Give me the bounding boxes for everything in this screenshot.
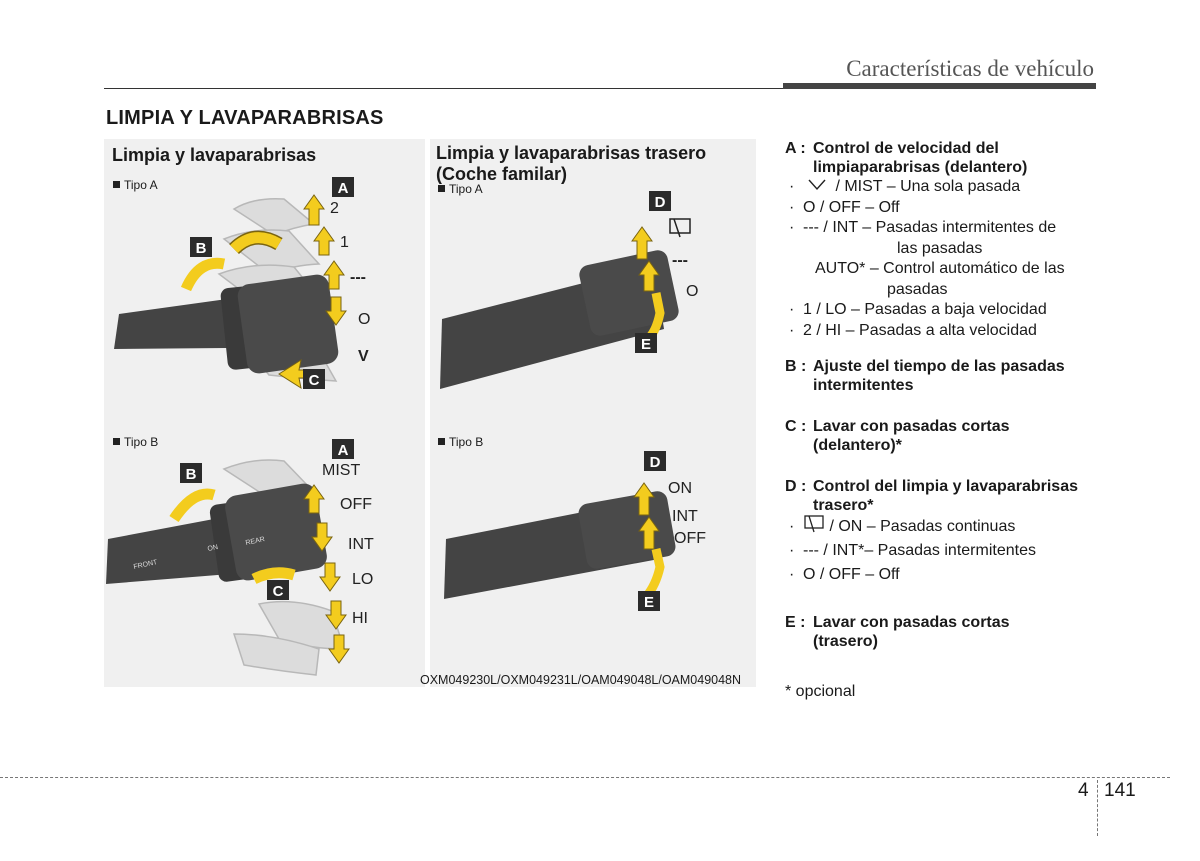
label-a-box	[332, 177, 354, 197]
footer-divider	[1097, 780, 1098, 836]
front-tipo-a: Tipo A	[113, 178, 158, 192]
label-a-box-b	[332, 439, 354, 459]
label-c: C	[309, 372, 320, 389]
front-tipo-a-illustration: A B C 2 1 --- O V	[114, 177, 370, 390]
label-e-box-b	[638, 591, 660, 611]
rear-wiper-heading-line1: Limpia y lavaparabrisas trasero	[436, 143, 707, 163]
label-c-box-b	[267, 580, 289, 600]
rear-wiper-icon	[669, 218, 691, 238]
label-c-box	[303, 369, 325, 389]
rear-wiper-heading-line2: (Coche familar)	[436, 164, 568, 184]
legend: A :Control de velocidad del limpiaparabr…	[785, 139, 1097, 651]
rear-tipo-a-illustration: D E --- O	[440, 191, 698, 389]
page-number: 141	[1104, 780, 1136, 801]
legend-a-mist: · / MIST – Una sola pasada	[789, 178, 1021, 195]
rear-wiper-heading: Limpia y lavaparabrisas trasero (Coche f…	[436, 143, 706, 185]
label-a: A	[338, 180, 349, 197]
rear-pos-label-int: INT	[672, 508, 698, 525]
legend-item-b: B :Ajuste del tiempo de las pasadas inte…	[785, 358, 1065, 394]
legend-item-c: C :Lavar con pasadas cortas (delantero)*	[785, 418, 1010, 454]
label-d: D	[655, 194, 666, 211]
switch-text-rear: REAR	[245, 536, 265, 547]
pos-label-int: INT	[348, 536, 374, 553]
header-rule-accent	[783, 83, 1096, 89]
pos-label-v: V	[358, 348, 369, 365]
rear-tipo-b: Tipo B	[438, 435, 483, 449]
rear-pos-label-on: ON	[668, 480, 692, 497]
figure-code: OXM049230L/OXM049231L/OAM049048L/OAM0490…	[420, 673, 742, 687]
rear-tipo-a: Tipo A	[438, 182, 483, 196]
label-e-b: E	[644, 594, 654, 611]
figure-divider	[425, 139, 430, 687]
optional-note: * opcional	[785, 683, 856, 700]
rear-pos-label-dashes: ---	[672, 252, 688, 269]
rear-wiper-icon	[804, 515, 824, 533]
chapter-number: 4	[1078, 780, 1089, 801]
pos-label-lo: LO	[352, 571, 373, 588]
legend-item-d: D :Control del limpia y lavaparabrisas t…	[785, 478, 1078, 583]
pos-label-1: 1	[340, 234, 349, 251]
pos-label-off: OFF	[340, 496, 372, 513]
legend-item-a: A :Control de velocidad del limpiaparabr…	[785, 139, 1097, 341]
chevron-down-icon	[808, 179, 826, 191]
label-d-box	[649, 191, 671, 211]
label-a-b: A	[338, 442, 349, 459]
label-e: E	[641, 336, 651, 353]
pos-label-o: O	[358, 311, 370, 328]
legend-item-e: E :Lavar con pasadas cortas (trasero)	[785, 614, 1010, 650]
front-wiper-heading: Limpia y lavaparabrisas	[112, 145, 317, 165]
front-tipo-b: Tipo B	[113, 435, 158, 449]
pos-label-hi: HI	[352, 610, 368, 627]
switch-text-on: ON	[207, 544, 219, 553]
section-title: LIMPIA Y LAVAPARABRISAS	[106, 107, 384, 129]
label-b: B	[196, 240, 207, 257]
rear-pos-label-off: OFF	[674, 530, 706, 547]
front-tipo-b-illustration: A B C MIST OFF INT LO HI FRONT ON REAR	[106, 439, 374, 676]
pos-label-dashes: ---	[350, 269, 366, 286]
label-e-box	[635, 333, 657, 353]
footer-rule	[0, 777, 1170, 778]
label-c-b: C	[273, 583, 284, 600]
label-b-b: B	[186, 466, 197, 483]
rear-tipo-b-illustration: D E ON INT OFF	[444, 451, 706, 611]
rear-pos-label-o: O	[686, 283, 698, 300]
label-b-box	[190, 237, 212, 257]
label-d-b: D	[650, 454, 661, 471]
running-header: Características de vehículo	[846, 56, 1094, 81]
label-b-box-b	[180, 463, 202, 483]
label-d-box-b	[644, 451, 666, 471]
pos-label-mist: MIST	[322, 462, 360, 479]
pos-label-2: 2	[330, 200, 339, 217]
wiper-figure: Limpia y lavaparabrisas Limpia y lavapar…	[104, 139, 756, 687]
header-rule	[104, 88, 1096, 89]
